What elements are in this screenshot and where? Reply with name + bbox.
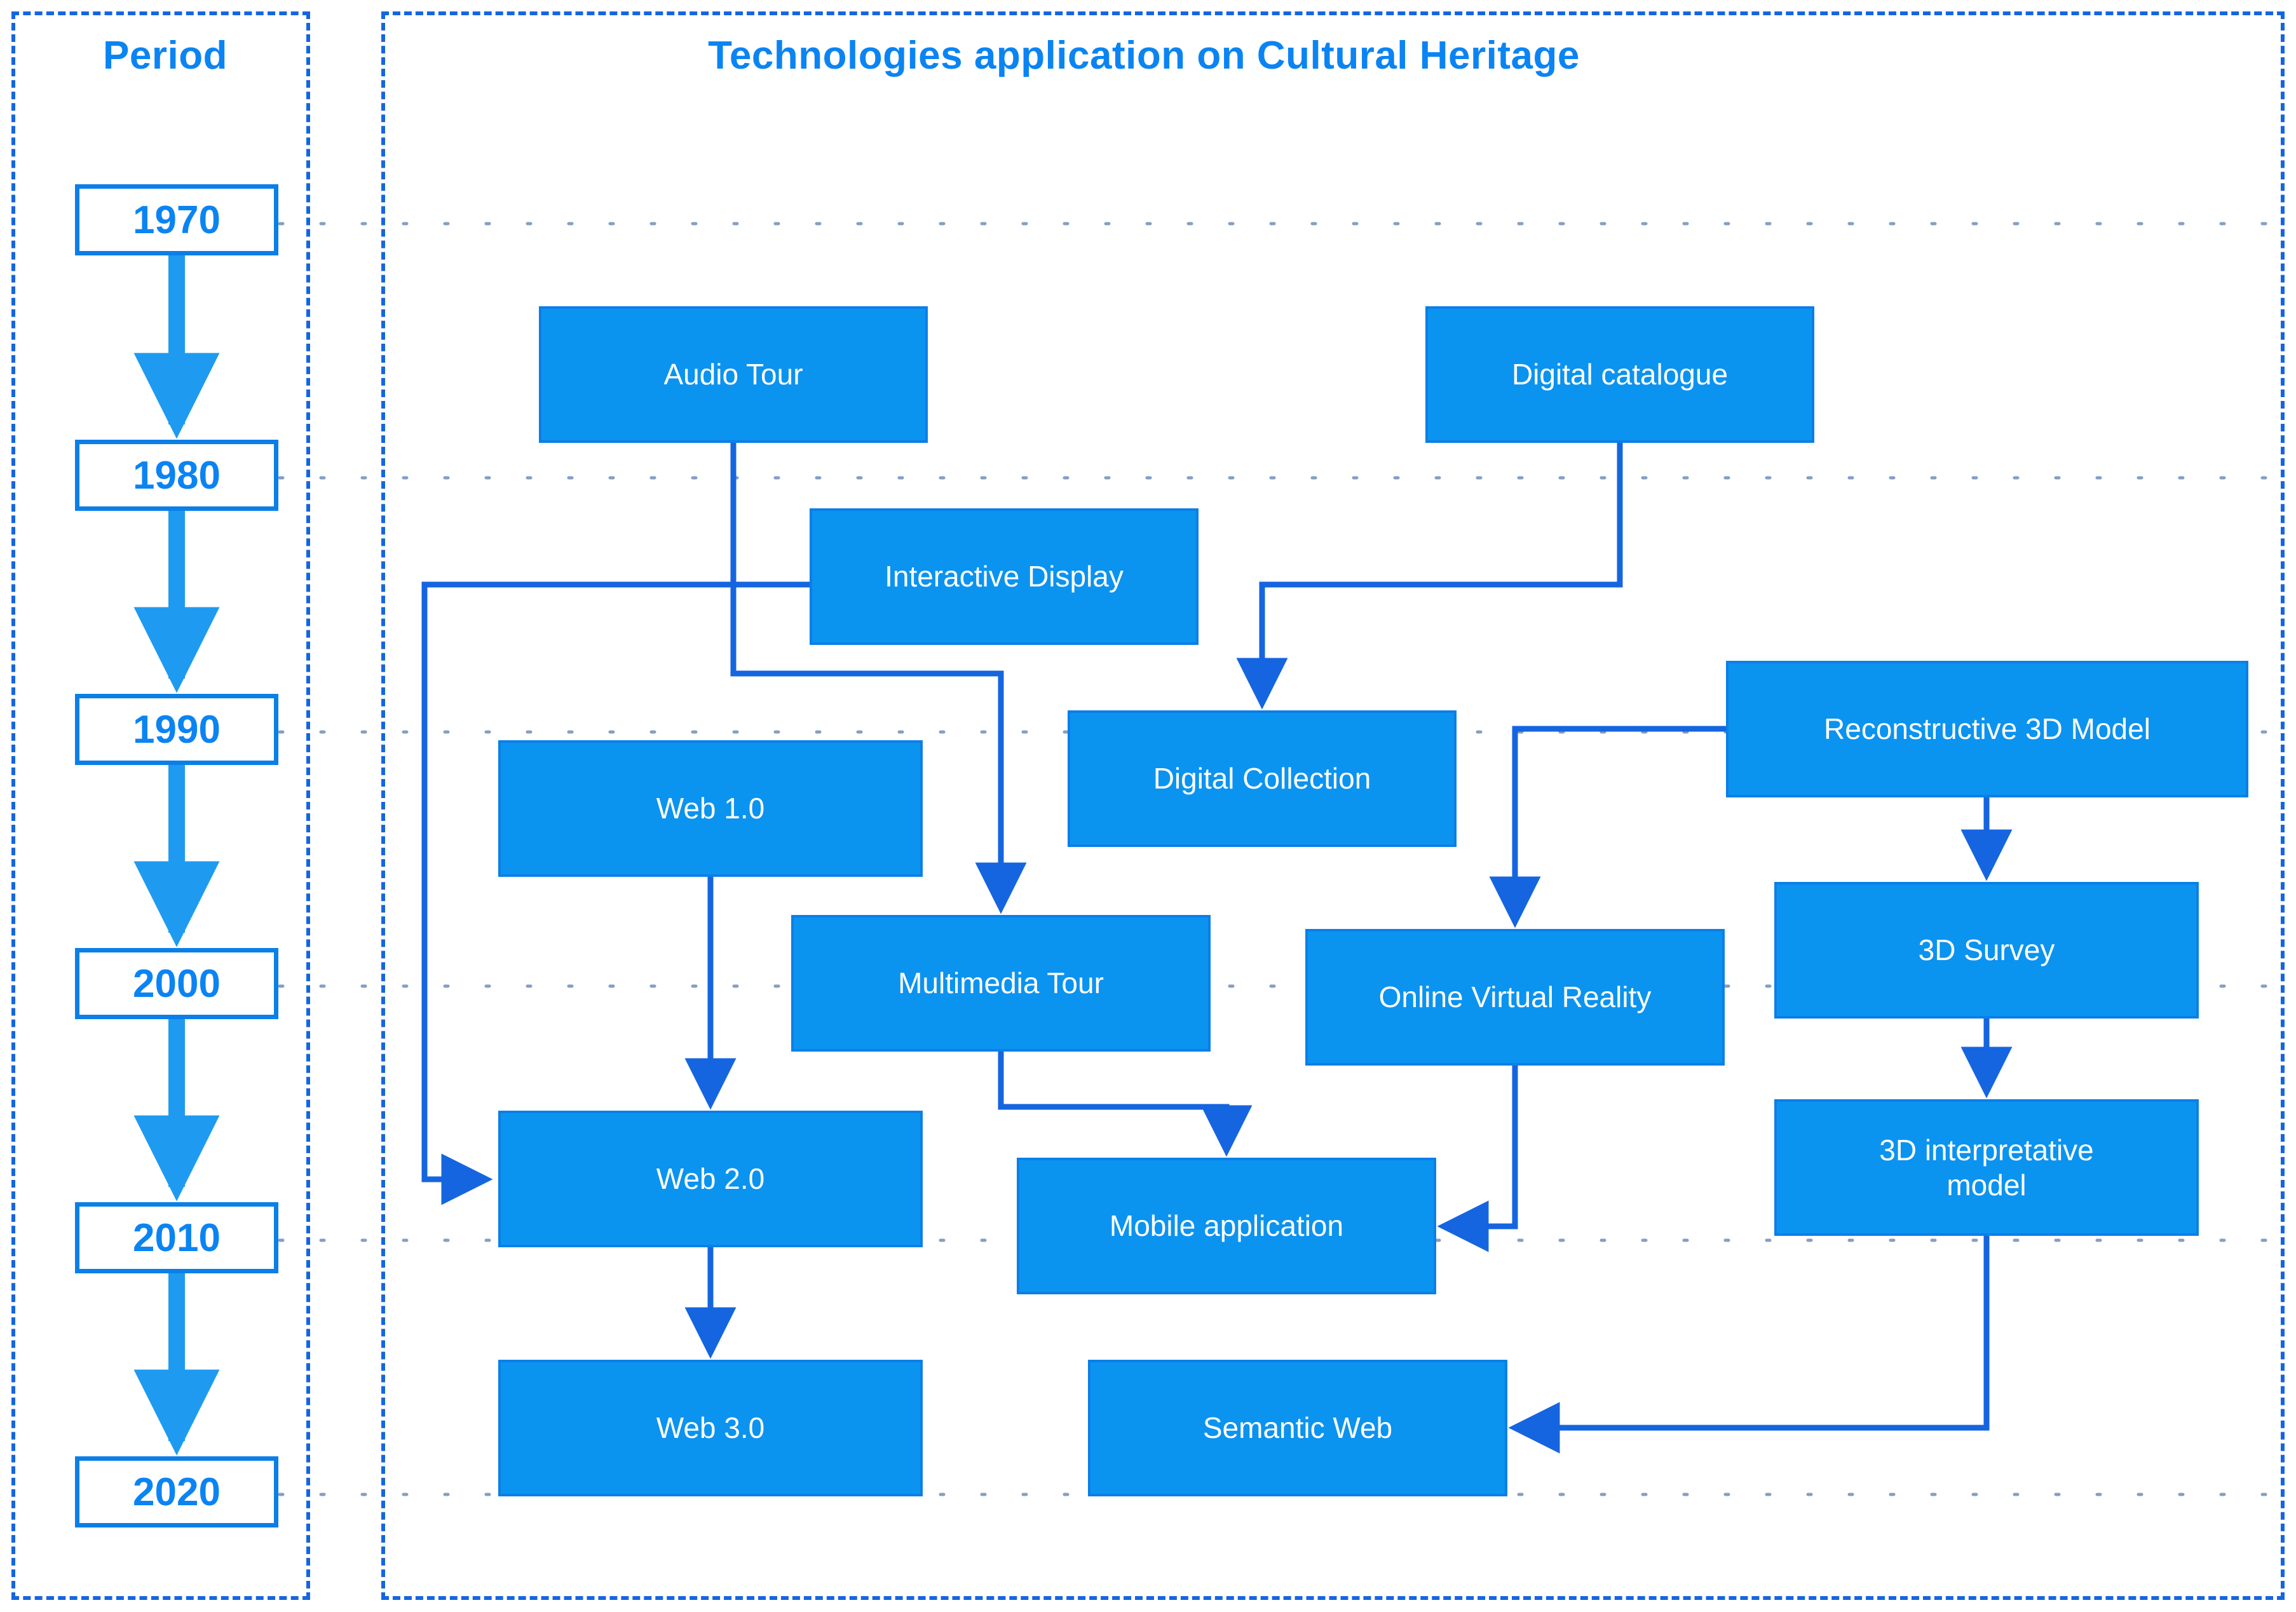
tech-box-web-2-0[interactable]: Web 2.0 [498, 1111, 923, 1247]
tech-box-reconstructive-3d-model[interactable]: Reconstructive 3D Model [1726, 661, 2248, 797]
period-column-header: Period [103, 34, 228, 78]
tech-box-3d-interpretative-model[interactable]: 3D interpretative model [1774, 1099, 2199, 1236]
period-box-2010: 2010 [75, 1202, 278, 1273]
tech-box-audio-tour[interactable]: Audio Tour [539, 306, 928, 443]
period-box-2000: 2000 [75, 948, 278, 1019]
period-box-1980: 1980 [75, 440, 278, 511]
tech-box-web-3-0[interactable]: Web 3.0 [498, 1360, 923, 1496]
period-box-1970: 1970 [75, 184, 278, 255]
tech-box-interactive-display[interactable]: Interactive Display [810, 508, 1199, 645]
tech-box-digital-collection[interactable]: Digital Collection [1068, 710, 1457, 847]
tech-box-online-virtual-reality[interactable]: Online Virtual Reality [1305, 929, 1725, 1066]
period-box-2020: 2020 [75, 1456, 278, 1527]
diagram-title: Technologies application on Cultural Her… [708, 34, 1580, 78]
tech-box-digital-catalogue[interactable]: Digital catalogue [1425, 306, 1814, 443]
tech-box-mobile-application[interactable]: Mobile application [1017, 1158, 1436, 1294]
period-panel [11, 11, 310, 1600]
technologies-panel [381, 11, 2285, 1600]
period-box-1990: 1990 [75, 694, 278, 765]
tech-box-multimedia-tour[interactable]: Multimedia Tour [791, 915, 1211, 1052]
tech-box-3d-survey[interactable]: 3D Survey [1774, 882, 2199, 1019]
tech-box-semantic-web[interactable]: Semantic Web [1088, 1360, 1507, 1496]
tech-box-web-1-0[interactable]: Web 1.0 [498, 740, 923, 877]
